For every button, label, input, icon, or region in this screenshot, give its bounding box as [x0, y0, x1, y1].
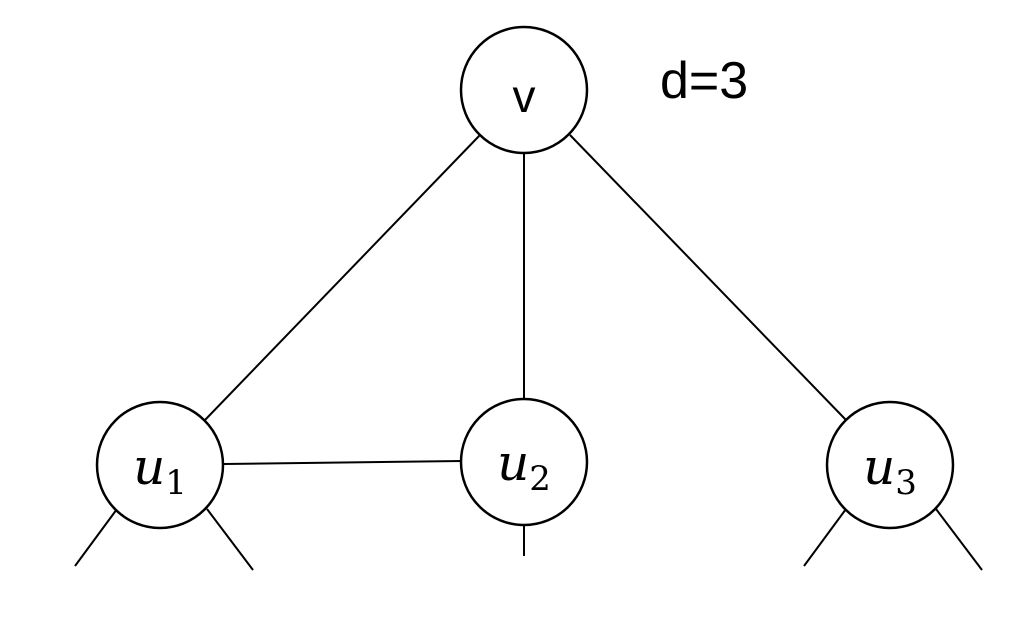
- node-u2-label-group: u2: [497, 434, 551, 499]
- degree-annotation: d=3: [660, 52, 748, 110]
- stub-u1-left: [74, 508, 118, 567]
- node-u3-subscript: 3: [895, 463, 917, 503]
- node-u3-circle: [825, 400, 955, 530]
- node-u3: u3: [825, 400, 955, 530]
- node-u2-subscript: 2: [529, 459, 551, 499]
- stub-u3-left: [803, 508, 847, 567]
- node-u3-label: u: [863, 438, 895, 496]
- node-u1: u1: [95, 400, 225, 530]
- edge-v-u1: [204, 134, 481, 421]
- node-u2-circle: [459, 397, 589, 527]
- stub-u3-right: [935, 508, 983, 571]
- node-u2: u2: [459, 397, 589, 527]
- node-u1-label: u: [133, 438, 165, 496]
- node-u3-label-group: u3: [863, 438, 917, 503]
- node-v-label: v: [513, 70, 536, 122]
- node-u2-label: u: [497, 434, 529, 492]
- node-u1-circle: [95, 400, 225, 530]
- stub-u1-right: [206, 508, 254, 571]
- node-v-circle: [459, 25, 589, 155]
- node-u1-subscript: 1: [165, 463, 187, 503]
- node-v: v: [459, 25, 589, 155]
- edge-v-u3: [569, 134, 847, 421]
- node-u1-label-group: u1: [133, 438, 187, 503]
- edge-u1-u2: [223, 460, 463, 465]
